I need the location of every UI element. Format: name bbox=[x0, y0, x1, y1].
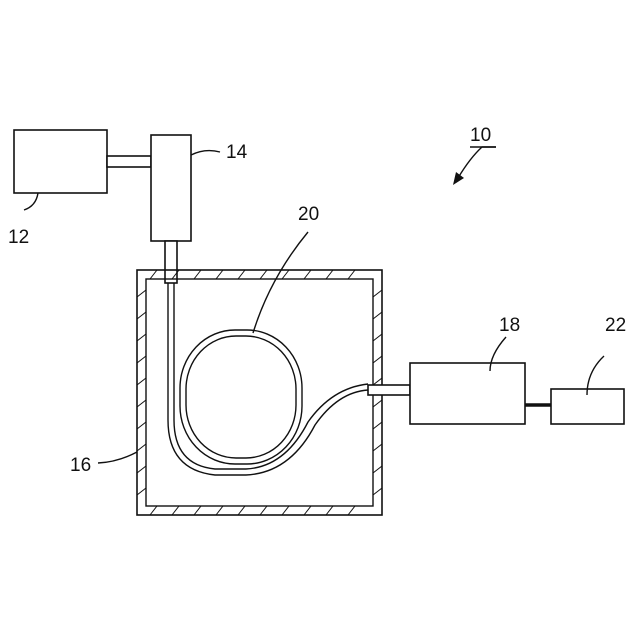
hatch-mark bbox=[304, 506, 311, 515]
hatch-mark bbox=[137, 356, 146, 363]
hatch-mark bbox=[260, 270, 267, 279]
hatch-mark bbox=[373, 378, 382, 385]
hatch-mark bbox=[150, 506, 157, 515]
block-12 bbox=[14, 130, 107, 193]
label-14: 14 bbox=[226, 142, 248, 163]
hatch-mark bbox=[137, 488, 146, 495]
hatch-mark bbox=[373, 488, 382, 495]
hatch-mark bbox=[137, 444, 146, 451]
label-12: 12 bbox=[8, 227, 29, 248]
hatch-mark bbox=[348, 270, 355, 279]
hatch-mark bbox=[304, 270, 311, 279]
label-20: 20 bbox=[298, 204, 319, 225]
hatch-mark bbox=[282, 270, 289, 279]
hatch-mark bbox=[373, 334, 382, 341]
label-22: 22 bbox=[605, 315, 626, 336]
leader-12 bbox=[24, 193, 38, 210]
hatch-mark bbox=[137, 312, 146, 319]
label-16: 16 bbox=[70, 455, 91, 476]
hatch-mark bbox=[238, 270, 245, 279]
leader-16 bbox=[98, 452, 137, 463]
hatch-mark bbox=[194, 506, 201, 515]
hatch-mark bbox=[137, 422, 146, 429]
hatch-mark bbox=[348, 506, 355, 515]
block-14 bbox=[151, 135, 191, 241]
connector-12-14 bbox=[107, 156, 151, 167]
hatch-mark bbox=[238, 506, 245, 515]
hatch-mark bbox=[137, 290, 146, 297]
hatch-mark bbox=[137, 400, 146, 407]
hatch-mark bbox=[373, 356, 382, 363]
hatch-mark bbox=[260, 506, 267, 515]
hatch-mark bbox=[373, 422, 382, 429]
fiber-ferrule-right bbox=[368, 385, 410, 395]
hatch-mark bbox=[373, 444, 382, 451]
hatch-mark bbox=[172, 506, 179, 515]
label-10: 10 bbox=[470, 125, 491, 146]
hatch-mark bbox=[194, 270, 201, 279]
arrow-10 bbox=[453, 147, 496, 185]
leader-20 bbox=[253, 232, 308, 333]
hatch-mark bbox=[373, 290, 382, 297]
hatch-mark bbox=[216, 270, 223, 279]
leader-14 bbox=[191, 151, 220, 155]
hatch-mark bbox=[373, 400, 382, 407]
hatch-mark bbox=[150, 270, 157, 279]
hatch-mark bbox=[326, 506, 333, 515]
hatch-mark bbox=[137, 334, 146, 341]
label-18: 18 bbox=[499, 315, 520, 336]
hatch-mark bbox=[282, 506, 289, 515]
hatch-mark bbox=[373, 466, 382, 473]
hatch-mark bbox=[137, 378, 146, 385]
fiber-ferrule-top bbox=[165, 241, 177, 283]
hatch-mark bbox=[216, 506, 223, 515]
fiber-coil-20 bbox=[168, 283, 368, 475]
hatch-mark bbox=[137, 466, 146, 473]
hatch-mark bbox=[373, 312, 382, 319]
block-18 bbox=[410, 363, 525, 424]
hatch-mark bbox=[326, 270, 333, 279]
